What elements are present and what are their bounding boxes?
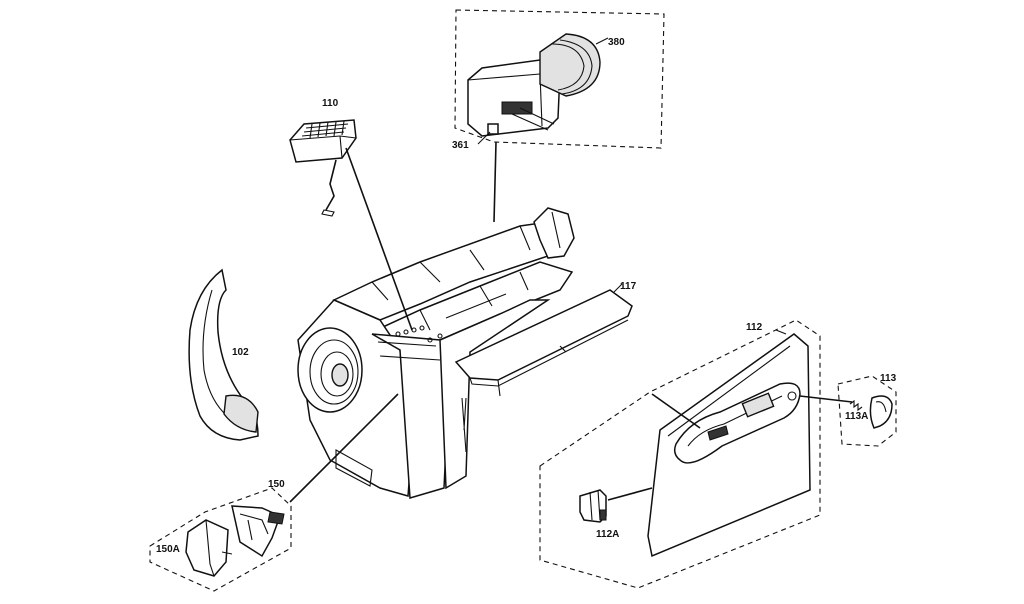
- lens-cap-150: [231, 505, 285, 558]
- cover-plate: [454, 289, 633, 397]
- label-380: 380: [608, 37, 625, 48]
- leader-112A: [607, 487, 653, 501]
- button-module: [289, 119, 357, 217]
- label-150A: 150A: [156, 544, 180, 555]
- label-112A: 112A: [596, 529, 619, 540]
- viewfinder-group-box: [454, 9, 665, 149]
- hand-strap: [188, 268, 259, 441]
- label-150: 150: [268, 479, 285, 490]
- leader-113: [799, 395, 853, 403]
- label-361: 361: [452, 140, 469, 151]
- side-panel: [647, 333, 811, 558]
- camcorder-body: [297, 207, 575, 499]
- leader-112-panel: [651, 393, 701, 429]
- cap-part: [869, 395, 893, 429]
- label-113: 113: [880, 373, 897, 384]
- cap-group-box: [837, 375, 897, 447]
- label-113A: 113A: [845, 411, 868, 422]
- leader-117: [613, 283, 623, 293]
- label-117: 117: [620, 281, 637, 292]
- side-panel-group-box: [539, 319, 821, 589]
- leader-150-to-body: [289, 393, 399, 503]
- hinge-part: [579, 489, 607, 523]
- leader-361-to-body: [493, 141, 497, 223]
- leader-361: [477, 131, 491, 145]
- lens-cap-150A: [185, 519, 233, 577]
- label-110: 110: [322, 98, 339, 109]
- spring-part: [849, 399, 863, 412]
- leader-110-to-body: [345, 147, 413, 331]
- label-112: 112: [746, 322, 763, 333]
- leader-112-label: [775, 329, 787, 335]
- lens-cap-group-box: [149, 487, 292, 592]
- viewfinder-assembly: [467, 33, 601, 137]
- label-102: 102: [232, 347, 249, 358]
- leader-380: [595, 37, 609, 45]
